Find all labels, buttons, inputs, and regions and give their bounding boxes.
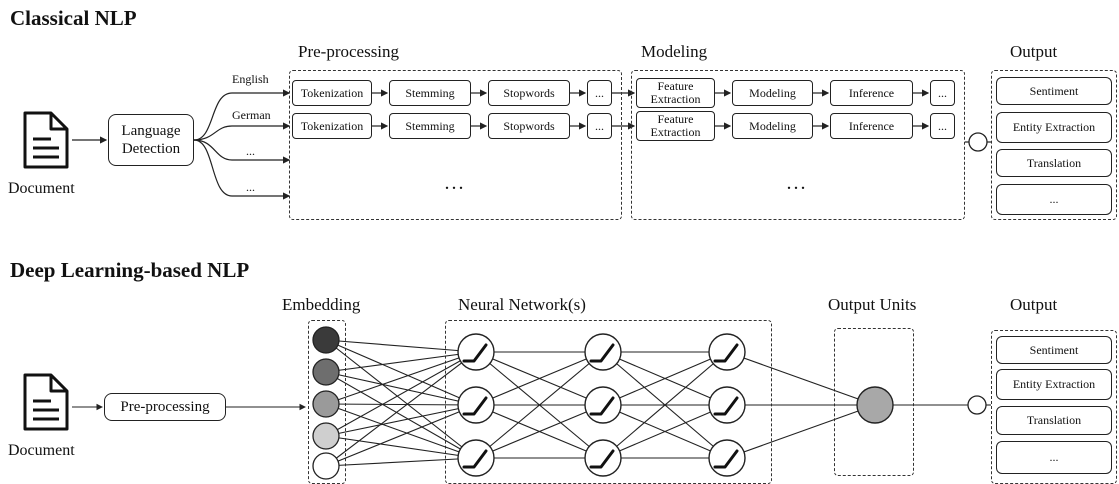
modeling-group (631, 70, 965, 220)
relu-activation-icon (589, 343, 615, 363)
neuron-node (708, 439, 746, 477)
embedding-node (312, 358, 340, 386)
neuron-node (584, 439, 622, 477)
relu-activation-icon (589, 396, 615, 416)
nn-edge (325, 457, 477, 467)
deep-output-header: Output (1010, 295, 1058, 314)
embedding-node (312, 452, 340, 480)
modeling-header: Modeling (641, 42, 708, 61)
modeling-box-german: Modeling (732, 113, 813, 139)
nn-edge (325, 371, 477, 459)
junction-circle (967, 395, 987, 415)
neuron-node (708, 386, 746, 424)
lang-english: English (232, 72, 269, 86)
stemming-box-german: Stemming (389, 113, 471, 139)
neuron-node (457, 439, 495, 477)
preprocessing-group (289, 70, 622, 220)
inference-box-english: Inference (830, 80, 913, 106)
lang-german: German (232, 108, 271, 122)
nn-edge (602, 351, 728, 406)
nn-edge (325, 403, 477, 459)
nn-edge (325, 351, 477, 467)
tokenization-box-german: Tokenization (292, 113, 372, 139)
document-icon (23, 111, 69, 169)
nn-edge (325, 339, 477, 353)
deep-output-more: ... (996, 441, 1112, 474)
document-icon-deep (23, 373, 69, 431)
neuron-node (457, 333, 495, 371)
nn-edge (325, 404, 477, 467)
feature-extraction-box-german: Feature Extraction (636, 111, 715, 141)
relu-activation-icon (462, 449, 488, 469)
modeling-ellipsis: ... (786, 172, 808, 194)
output-units-group (834, 328, 914, 476)
classical-nlp-title: Classical NLP (10, 6, 137, 30)
output-translation: Translation (996, 149, 1112, 177)
nn-edge (726, 351, 876, 406)
feature-extraction-box-english: Feature Extraction (636, 78, 715, 108)
nn-edge (325, 403, 477, 406)
neuron-node (584, 386, 622, 424)
deep-nlp-title: Deep Learning-based NLP (10, 258, 250, 282)
preprocessing-ellipsis: ... (444, 172, 466, 194)
lang-more-2: ... (246, 180, 255, 194)
deep-document-label: Document (8, 442, 75, 459)
embedding-node (312, 326, 340, 354)
deep-output-entity-extraction: Entity Extraction (996, 369, 1112, 400)
output-units-header: Output Units (828, 295, 917, 314)
tokenization-box-english: Tokenization (292, 80, 372, 106)
language-detection-box: Language Detection (108, 114, 194, 166)
preprocessing-header: Pre-processing (298, 42, 400, 61)
pre-more-box-english: ... (587, 80, 612, 106)
nn-edge (475, 404, 604, 459)
model-more-box-german: ... (930, 113, 955, 139)
output-unit-node (856, 386, 894, 424)
nn-edge (325, 339, 477, 406)
neural-network-header: Neural Network(s) (458, 295, 586, 314)
nn-edge (325, 351, 477, 405)
nn-edge (325, 351, 477, 437)
neuron-node (584, 333, 622, 371)
nn-edge (475, 351, 604, 459)
relu-activation-icon (713, 396, 739, 416)
document-label: Document (8, 180, 75, 197)
output-more: ... (996, 184, 1112, 215)
relu-activation-icon (589, 449, 615, 469)
stemming-box-english: Stemming (389, 80, 471, 106)
neuron-node (708, 333, 746, 371)
nn-edge (726, 404, 876, 459)
nn-edge (325, 404, 477, 437)
modeling-box-english: Modeling (732, 80, 813, 106)
stopwords-box-german: Stopwords (488, 113, 570, 139)
embedding-node (312, 390, 340, 418)
inference-box-german: Inference (830, 113, 913, 139)
lang-more-1: ... (246, 144, 255, 158)
relu-activation-icon (713, 343, 739, 363)
deep-output-translation: Translation (996, 406, 1112, 435)
nn-edge (602, 404, 728, 459)
nn-edge (602, 351, 728, 459)
relu-activation-icon (462, 396, 488, 416)
relu-activation-icon (462, 343, 488, 363)
output-entity-extraction: Entity Extraction (996, 112, 1112, 143)
pre-more-box-german: ... (587, 113, 612, 139)
classical-output-group (991, 70, 1117, 220)
embedding-header: Embedding (282, 295, 361, 314)
nn-edge (325, 339, 477, 459)
classical-output-header: Output (1010, 42, 1058, 61)
nn-edge (325, 351, 477, 373)
nn-edge (325, 371, 477, 406)
embedding-node (312, 422, 340, 450)
deep-output-sentiment: Sentiment (996, 336, 1112, 364)
nn-edge (475, 351, 604, 406)
neuron-node (457, 386, 495, 424)
deep-preprocessing-box: Pre-processing (104, 393, 226, 421)
model-more-box-english: ... (930, 80, 955, 106)
relu-activation-icon (713, 449, 739, 469)
nn-edge (325, 435, 477, 459)
stopwords-box-english: Stopwords (488, 80, 570, 106)
output-sentiment: Sentiment (996, 77, 1112, 105)
